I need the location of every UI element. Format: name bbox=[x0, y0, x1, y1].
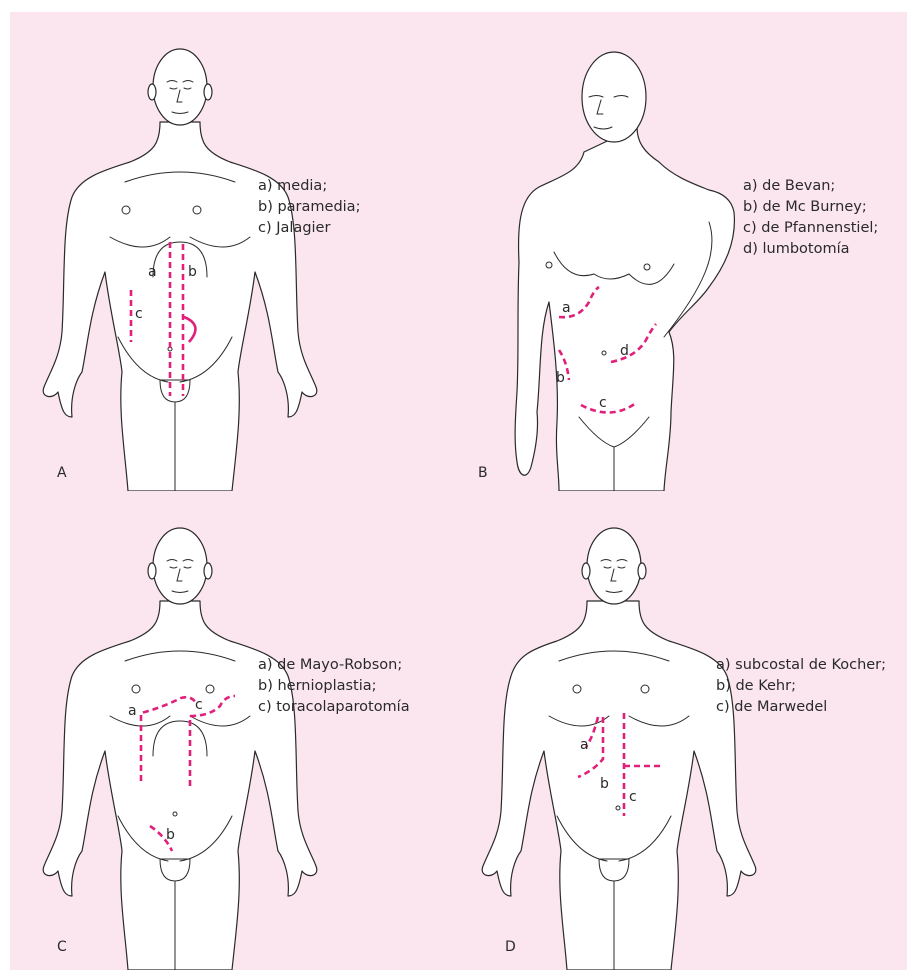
figure-frame: a b c a) media; b) paramedia; c) Jalagie… bbox=[10, 12, 907, 970]
mark-b: b bbox=[166, 827, 175, 843]
panel-c: a b c a) de Mayo-Robson; b) hernioplasti… bbox=[10, 491, 458, 970]
legend-item: a) media; bbox=[258, 176, 360, 197]
legend-item: b) paramedia; bbox=[258, 197, 360, 218]
legend-b: a) de Bevan; b) de Mc Burney; c) de Pfan… bbox=[743, 176, 878, 260]
legend-item: a) de Mayo-Robson; bbox=[258, 655, 410, 676]
mark-a: a bbox=[562, 300, 571, 316]
legend-item: b) hernioplastia; bbox=[258, 676, 410, 697]
mark-c: c bbox=[195, 697, 203, 713]
legend-item: c) Jalagier bbox=[258, 218, 360, 239]
legend-d: a) subcostal de Kocher; b) de Kehr; c) d… bbox=[716, 655, 886, 718]
mark-c: c bbox=[135, 306, 143, 322]
panel-label: D bbox=[505, 939, 516, 955]
panel-a: a b c a) media; b) paramedia; c) Jalagie… bbox=[10, 12, 458, 491]
mark-b: b bbox=[600, 776, 609, 792]
legend-item: a) de Bevan; bbox=[743, 176, 878, 197]
legend-a: a) media; b) paramedia; c) Jalagier bbox=[258, 176, 360, 239]
legend-item: d) lumbotomía bbox=[743, 239, 878, 260]
legend-item: b) de Kehr; bbox=[716, 676, 886, 697]
mark-a: a bbox=[148, 264, 157, 280]
panel-b: a b c d a) de Bevan; b) de Mc Burney; c)… bbox=[459, 12, 907, 491]
panel-label: B bbox=[478, 465, 488, 481]
legend-c: a) de Mayo-Robson; b) hernioplastia; c) … bbox=[258, 655, 410, 718]
male-figure-d: a b c bbox=[459, 491, 907, 970]
mark-d: d bbox=[620, 343, 629, 359]
legend-item: c) toracolaparotomía bbox=[258, 697, 410, 718]
legend-item: c) de Marwedel bbox=[716, 697, 886, 718]
mark-a: a bbox=[580, 737, 589, 753]
panel-label: A bbox=[57, 465, 67, 481]
legend-item: a) subcostal de Kocher; bbox=[716, 655, 886, 676]
mark-a: a bbox=[128, 703, 137, 719]
male-figure-c: a b c bbox=[10, 491, 458, 970]
legend-item: c) de Pfannenstiel; bbox=[743, 218, 878, 239]
mark-c: c bbox=[599, 395, 607, 411]
mark-c: c bbox=[629, 789, 637, 805]
legend-item: b) de Mc Burney; bbox=[743, 197, 878, 218]
mark-b: b bbox=[188, 264, 197, 280]
mark-b: b bbox=[556, 370, 565, 386]
male-figure-a: a b c bbox=[10, 12, 458, 491]
panel-label: C bbox=[57, 939, 67, 955]
panel-d: a b c a) subcostal de Kocher; b) de Kehr… bbox=[459, 491, 907, 970]
